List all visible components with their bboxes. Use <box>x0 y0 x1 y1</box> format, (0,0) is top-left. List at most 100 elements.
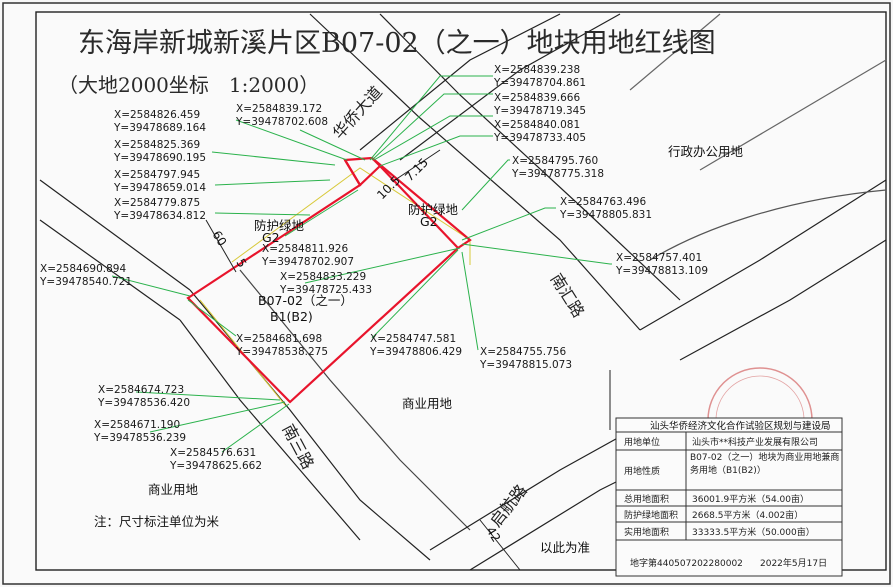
coord-x: X=2584671.190 <box>94 419 180 431</box>
coord-y: Y=39478805.831 <box>559 209 652 221</box>
road-edge <box>179 319 361 541</box>
coord-x: X=2584839.172 <box>236 103 322 115</box>
coord-x: X=2584755.756 <box>480 346 566 358</box>
zone-green-right-code: G2 <box>420 214 438 229</box>
redline-parcel-main <box>186 156 472 404</box>
coord-x: X=2584840.081 <box>494 119 580 131</box>
coord-x: X=2584839.666 <box>494 92 580 104</box>
table-header: 汕头华侨经济文化合作试验区规划与建设局 <box>650 420 831 432</box>
coord-x: X=2584763.496 <box>560 196 646 208</box>
coord-y: Y=39478702.907 <box>261 256 354 268</box>
table-label: 用地性质 <box>624 465 660 477</box>
road-edge <box>699 59 887 171</box>
coord-y: Y=39478733.405 <box>493 132 586 144</box>
coord-y: Y=39478702.608 <box>235 116 328 128</box>
road-label-huaqiao: 华侨大道 <box>329 82 386 142</box>
coord-x: X=2584681.698 <box>236 333 322 345</box>
coord-x: X=2584674.723 <box>98 384 184 396</box>
coord-y: Y=39478813.109 <box>615 265 708 277</box>
table-value: 2668.5平方米（4.002亩） <box>692 509 803 521</box>
road-edge <box>39 179 191 291</box>
redline-green-east <box>379 165 459 249</box>
coord-x: X=2584795.760 <box>512 155 598 167</box>
table-value-wrap: B07-02（之一）地块为商业用地兼商务用地（B1(B2)） <box>690 453 840 476</box>
coord-x: X=2584825.369 <box>114 139 200 151</box>
coord-x: X=2584833.229 <box>280 271 366 283</box>
coord-x: X=2584690.894 <box>40 263 126 275</box>
road-edge <box>399 13 621 161</box>
coord-y: Y=39478625.662 <box>169 460 262 472</box>
parcel-code: B1(B2) <box>270 309 313 324</box>
coord-y: Y=39478659.014 <box>113 182 206 194</box>
coord-x: X=2584826.459 <box>114 109 200 121</box>
permit-number: 地字第440507202280002 <box>630 557 743 569</box>
table-label: 实用地面积 <box>624 526 669 538</box>
coord-y: Y=39478775.318 <box>511 168 604 180</box>
road-edge <box>379 13 681 301</box>
coord-y: Y=39478540.721 <box>39 276 132 288</box>
dim-10-5: 10.5 <box>374 173 403 202</box>
unit-note: 注：尺寸标注单位为米 <box>94 514 220 529</box>
map-subtitle: （大地2000坐标 1:2000） <box>58 73 319 97</box>
coord-x: X=2584779.875 <box>114 197 200 209</box>
road-edge <box>39 219 181 321</box>
coord-x: X=2584839.238 <box>494 64 580 76</box>
road-network <box>39 13 887 571</box>
coord-x: X=2584757.401 <box>616 252 702 264</box>
zone-admin: 行政办公用地 <box>668 144 744 159</box>
coord-y: Y=39478634.812 <box>113 210 206 222</box>
map-title: 东海岸新城新溪片区B07-02（之一）地块用地红线图 <box>78 28 716 59</box>
table-label: 防护绿地面积 <box>624 509 678 521</box>
coord-x: X=2584811.926 <box>262 243 348 255</box>
info-table <box>615 417 843 577</box>
coord-x: X=2584747.581 <box>370 333 456 345</box>
table-value: 36001.9平方米（54.00亩） <box>692 493 809 505</box>
map-frame <box>35 11 887 571</box>
coord-y: Y=39478725.433 <box>279 284 372 296</box>
dim-42: 42 <box>483 524 503 544</box>
coord-y: Y=39478538.275 <box>235 346 328 358</box>
coord-y: Y=39478689.164 <box>113 122 206 134</box>
road-edge <box>649 189 887 261</box>
road-label-south: 南三路 <box>278 421 317 472</box>
table-value: 33333.5平方米（50.000亩） <box>692 526 815 538</box>
dim-60: 60 <box>209 228 229 248</box>
dim-5: 5 <box>233 256 249 270</box>
parcel-id: B07-02（之一） <box>258 293 353 308</box>
coord-x: X=2584797.945 <box>114 169 200 181</box>
dimension-marks <box>205 149 521 571</box>
coord-y: Y=39478690.195 <box>113 152 206 164</box>
road-label-nanhui: 南汇路 <box>547 270 589 321</box>
boundary-note: 以此为准 <box>540 540 590 555</box>
redline-parcels <box>186 156 472 404</box>
redline-green-north <box>344 157 382 187</box>
issue-date: 2022年5月17日 <box>760 557 827 569</box>
coord-y: Y=39478704.861 <box>493 77 586 89</box>
zone-green-left-code: G2 <box>262 230 280 245</box>
road-edge <box>679 239 887 361</box>
table-value: B07-02（之一）地块为商业用地兼商务用地（B1(B2)） <box>690 453 840 476</box>
coord-y: Y=39478536.420 <box>97 397 190 409</box>
coord-x: X=2584576.631 <box>170 447 256 459</box>
coord-y: Y=39478536.239 <box>93 432 186 444</box>
table-label: 用地单位 <box>624 436 660 448</box>
coord-y: Y=39478719.345 <box>493 105 586 117</box>
table-label: 总用地面积 <box>624 493 669 505</box>
coord-y: Y=39478815.073 <box>479 359 572 371</box>
table-value: 汕头市**科技产业发展有限公司 <box>692 436 818 448</box>
dim-7-15: 7.15 <box>402 155 431 184</box>
road-edge <box>239 269 471 531</box>
zone-commercial-sw: 商业用地 <box>148 482 199 497</box>
road-edge <box>629 13 721 91</box>
zone-green-right: 防护绿地 <box>408 202 459 217</box>
zone-green-left: 防护绿地 <box>254 218 305 233</box>
coord-y: Y=39478806.429 <box>369 346 462 358</box>
road-edge <box>359 13 561 151</box>
road-edge <box>639 179 887 331</box>
road-label-qihang: 启航路 <box>486 481 531 531</box>
zone-commercial: 商业用地 <box>402 396 453 411</box>
coordinate-leaders <box>111 75 612 453</box>
